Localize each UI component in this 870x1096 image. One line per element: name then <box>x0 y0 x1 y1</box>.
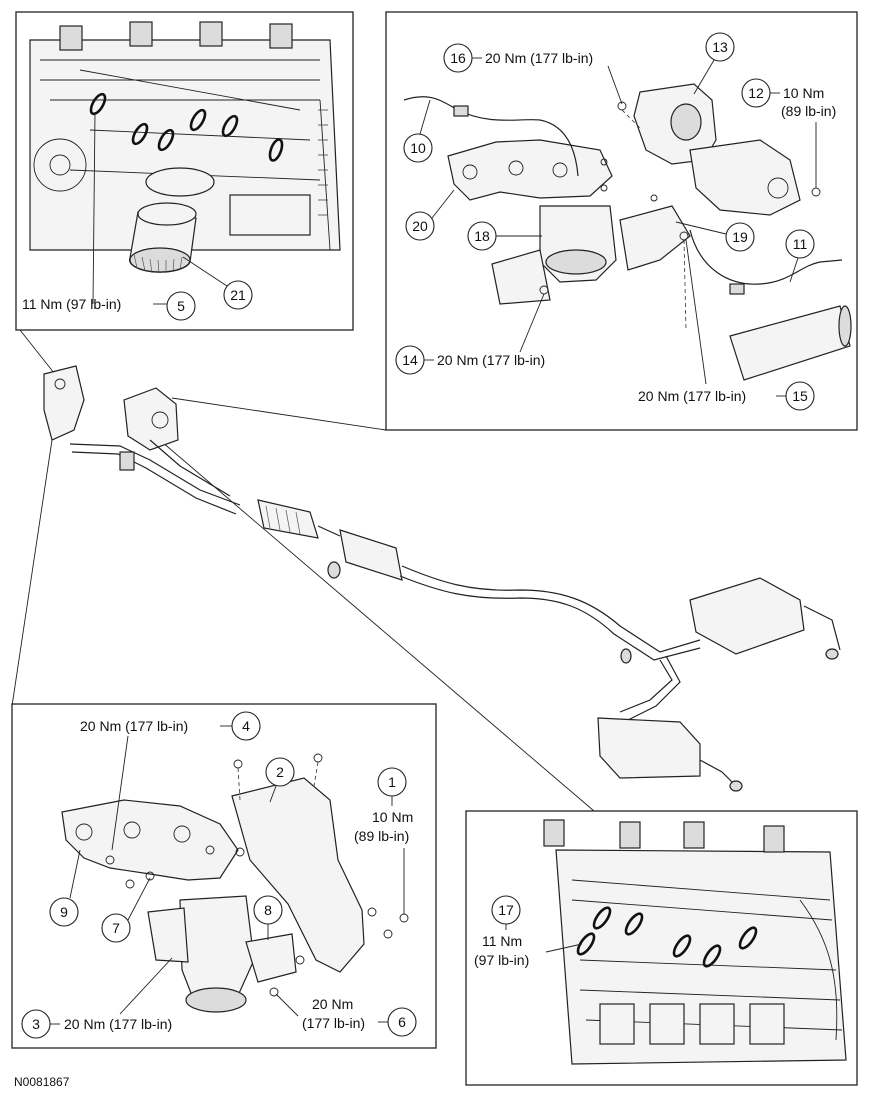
callout-label-4: 4 <box>242 718 250 734</box>
catalytic-converter-left <box>147 895 297 1013</box>
torque-label-6-line1: 20 Nm <box>312 996 353 1012</box>
heat-shield-upper-13 <box>633 83 801 216</box>
torque-label-12-line2: (89 lb-in) <box>781 103 836 119</box>
callout-circle-4 <box>231 711 261 741</box>
callout-circle-15 <box>785 381 815 411</box>
engine-top-left-artwork <box>29 21 341 251</box>
callout-label-10: 10 <box>410 140 426 156</box>
o-ring-set-top-left <box>89 92 284 162</box>
torque-label-17-line2: (97 lb-in) <box>474 952 529 968</box>
callout-circle-2 <box>265 757 295 787</box>
callout-circle-13 <box>705 32 735 62</box>
engine-bottom-right-artwork <box>543 819 847 1065</box>
callout-circle-21 <box>223 280 253 310</box>
exhaust-manifold-right <box>447 139 613 201</box>
callout-circle-9 <box>49 897 79 927</box>
callout-label-12: 12 <box>748 85 764 101</box>
callout-label-14: 14 <box>402 352 418 368</box>
callout-label-2: 2 <box>276 764 284 780</box>
exhaust-overview-catalyst <box>257 499 319 539</box>
callout-label-17: 17 <box>498 902 514 918</box>
callout-label-20: 20 <box>412 218 428 234</box>
torque-label-4: 20 Nm (177 lb-in) <box>80 718 188 734</box>
nuts-bolts-right <box>539 101 821 295</box>
callout-label-9: 9 <box>60 904 68 920</box>
callout-label-7: 7 <box>112 920 120 936</box>
panel-bottom-left-manifold-left <box>11 703 437 1049</box>
torque-label-16: 20 Nm (177 lb-in) <box>485 50 593 66</box>
callout-label-6: 6 <box>398 1014 406 1030</box>
callout-circle-11 <box>785 229 815 259</box>
exhaust-pipe-right-panel <box>729 305 852 381</box>
callout-label-3: 3 <box>32 1016 40 1032</box>
exhaust-overview-intermediate-pipe <box>399 565 701 721</box>
exhaust-overview-y-pipe <box>69 439 241 515</box>
callout-label-15: 15 <box>792 388 808 404</box>
callout-label-13: 13 <box>712 39 728 55</box>
catalytic-converter-right <box>491 205 691 305</box>
torque-label-1-line2: (89 lb-in) <box>354 828 409 844</box>
callout-label-19: 19 <box>732 229 748 245</box>
oil-filter <box>128 202 197 274</box>
panel-connector-lines <box>11 329 595 812</box>
callout-circle-7 <box>101 913 131 943</box>
callout-label-5: 5 <box>177 298 185 314</box>
exhaust-overview-muffler-lower <box>597 717 743 792</box>
callout-label-21: 21 <box>230 287 246 303</box>
torque-label-17-line1: 11 Nm <box>482 933 522 949</box>
callout-circle-5 <box>166 291 196 321</box>
callout-circle-19 <box>725 222 755 252</box>
torque-label-6-line2: (177 lb-in) <box>302 1015 365 1031</box>
torque-label-1-line1: 10 Nm <box>372 809 413 825</box>
exhaust-overview-front-manifolds <box>43 365 179 451</box>
o-ring-set-bottom-right <box>576 906 758 968</box>
torque-label-15: 20 Nm (177 lb-in) <box>638 388 746 404</box>
torque-label-3: 20 Nm (177 lb-in) <box>64 1016 172 1032</box>
oxygen-sensors-right <box>403 96 843 295</box>
callout-label-16: 16 <box>450 50 466 66</box>
torque-label-12-line1: 10 Nm <box>783 85 824 101</box>
callout-label-18: 18 <box>474 228 490 244</box>
callout-circle-20 <box>405 211 435 241</box>
torque-label-14: 20 Nm (177 lb-in) <box>437 352 545 368</box>
callout-circle-10 <box>403 133 433 163</box>
exhaust-overview-muffler-upper <box>689 577 841 660</box>
callout-label-1: 1 <box>388 774 396 790</box>
figure-id: N0081867 <box>14 1075 70 1089</box>
exhaust-overview-resonator <box>317 525 403 581</box>
torque-label-5: 11 Nm (97 lb-in) <box>22 296 121 312</box>
heat-shield-lower-2 <box>231 777 365 973</box>
callout-circle-6 <box>387 1007 417 1037</box>
callout-label-8: 8 <box>264 902 272 918</box>
callout-label-11: 11 <box>793 236 808 252</box>
